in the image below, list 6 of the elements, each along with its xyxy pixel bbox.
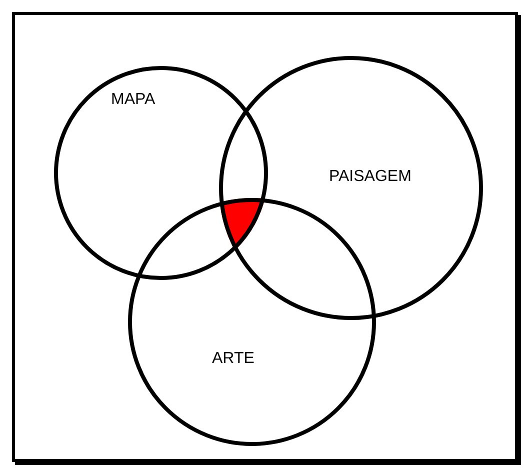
set-circle [54, 66, 268, 280]
set-label: ARTE [212, 350, 254, 368]
set-label: PAISAGEM [329, 168, 412, 186]
set-label: MAPA [111, 91, 156, 109]
set-circle [219, 56, 483, 320]
set-circle [128, 198, 376, 446]
